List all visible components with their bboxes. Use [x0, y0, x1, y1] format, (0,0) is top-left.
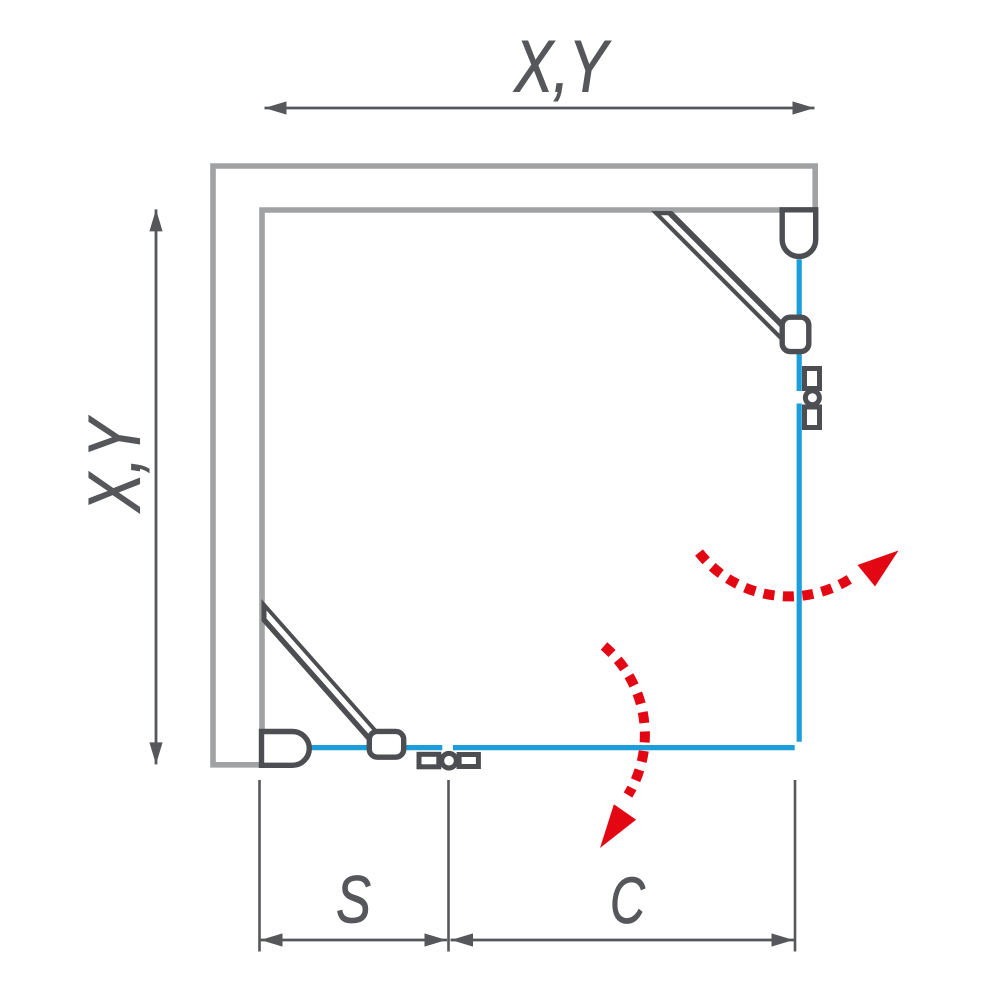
- svg-text:S: S: [336, 863, 371, 938]
- svg-text:C: C: [610, 863, 646, 937]
- svg-text:X,Y: X,Y: [75, 415, 156, 514]
- svg-text:X,Y: X,Y: [513, 27, 612, 108]
